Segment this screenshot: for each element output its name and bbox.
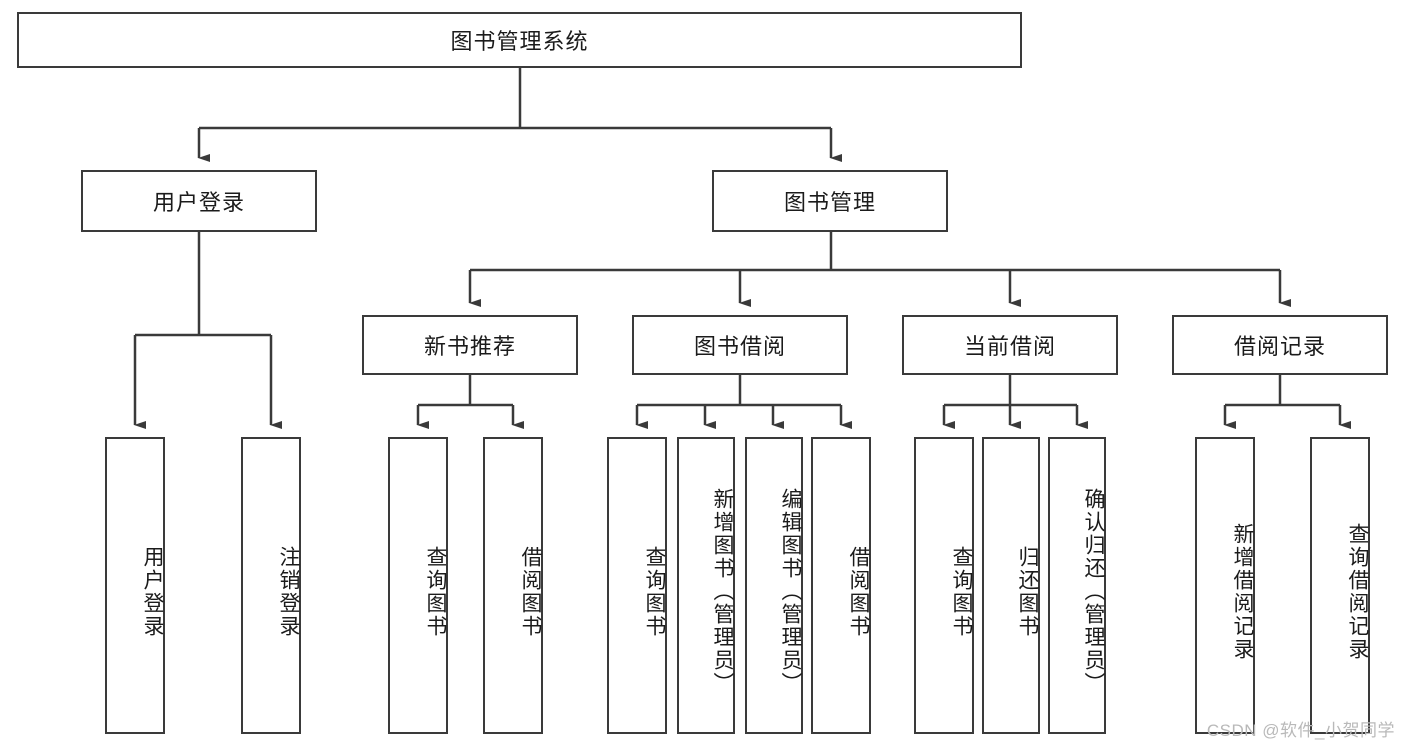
node-book-borrow-label: 图书借阅 — [693, 334, 786, 359]
leaf-query-record-label: 查询借阅记录 — [1346, 522, 1369, 661]
leaf-user-login-label: 用户登录 — [141, 545, 164, 638]
leaf-edit-book-label: 编辑图书（管理员） — [779, 488, 802, 695]
leaf-edit-book[interactable]: 编辑图书（管理员） — [745, 437, 803, 734]
leaf-query-book-3[interactable]: 查询图书 — [914, 437, 974, 734]
node-current-borrow[interactable]: 当前借阅 — [902, 315, 1118, 375]
leaf-add-record[interactable]: 新增借阅记录 — [1195, 437, 1255, 734]
leaf-query-book-1[interactable]: 查询图书 — [388, 437, 448, 734]
leaf-query-book-1-label: 查询图书 — [424, 545, 447, 638]
leaf-user-login[interactable]: 用户登录 — [105, 437, 165, 734]
node-root-label: 图书管理系统 — [450, 29, 589, 54]
leaf-borrow-book-2[interactable]: 借阅图书 — [811, 437, 871, 734]
node-root[interactable]: 图书管理系统 — [17, 12, 1022, 68]
leaf-borrow-book-2-label: 借阅图书 — [847, 545, 870, 638]
node-new-book-recommend[interactable]: 新书推荐 — [362, 315, 578, 375]
leaf-confirm-return[interactable]: 确认归还（管理员） — [1048, 437, 1106, 734]
leaf-query-book-3-label: 查询图书 — [950, 545, 973, 638]
leaf-borrow-book-1[interactable]: 借阅图书 — [483, 437, 543, 734]
watermark-text: CSDN @软件_小贺同学 — [1206, 721, 1395, 740]
node-user-login-label: 用户登录 — [152, 190, 245, 215]
leaf-logout-login-label: 注销登录 — [277, 545, 300, 638]
node-borrow-record-label: 借阅记录 — [1233, 334, 1326, 359]
node-new-book-recommend-label: 新书推荐 — [423, 334, 516, 359]
node-borrow-record[interactable]: 借阅记录 — [1172, 315, 1388, 375]
node-user-login[interactable]: 用户登录 — [81, 170, 317, 232]
leaf-borrow-book-1-label: 借阅图书 — [519, 545, 542, 638]
node-current-borrow-label: 当前借阅 — [963, 334, 1056, 359]
leaf-query-record[interactable]: 查询借阅记录 — [1310, 437, 1370, 734]
node-book-borrow[interactable]: 图书借阅 — [632, 315, 848, 375]
leaf-query-book-2-label: 查询图书 — [643, 545, 666, 638]
leaf-add-book[interactable]: 新增图书（管理员） — [677, 437, 735, 734]
leaf-add-book-label: 新增图书（管理员） — [711, 488, 734, 695]
leaf-confirm-return-label: 确认归还（管理员） — [1082, 488, 1105, 695]
leaf-query-book-2[interactable]: 查询图书 — [607, 437, 667, 734]
node-book-management[interactable]: 图书管理 — [712, 170, 948, 232]
leaf-return-book[interactable]: 归还图书 — [982, 437, 1040, 734]
leaf-logout-login[interactable]: 注销登录 — [241, 437, 301, 734]
node-book-management-label: 图书管理 — [783, 190, 876, 215]
leaf-return-book-label: 归还图书 — [1016, 545, 1039, 638]
leaf-add-record-label: 新增借阅记录 — [1231, 522, 1254, 661]
